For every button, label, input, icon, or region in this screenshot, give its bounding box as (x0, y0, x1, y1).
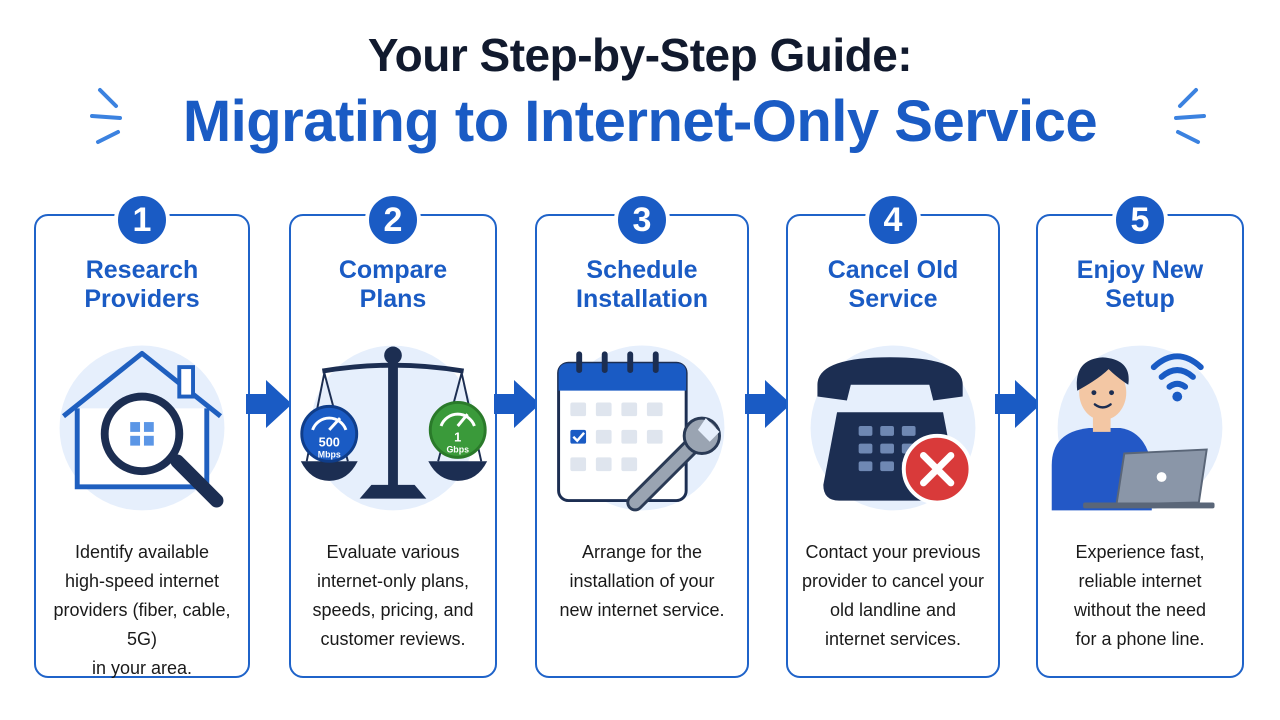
landline-phone-cancel-icon (810, 345, 976, 511)
step-5-badge: 5 (1112, 192, 1168, 248)
balance-scale-icon: 500 Mbps 1 Gbps (300, 345, 488, 511)
calendar-wrench-icon (557, 345, 725, 512)
gauge-right-unit: Gbps (446, 444, 469, 454)
guide-title: Your Step-by-Step Guide: (367, 29, 913, 81)
step-1-badge: 1 (114, 192, 170, 248)
gauge-right-value: 1 (454, 430, 461, 445)
step-2-badge: 2 (365, 192, 421, 248)
house-magnifier-icon (59, 345, 225, 511)
arrow-right-icon (995, 380, 1041, 428)
step-3-badge: 3 (614, 192, 670, 248)
right-burst-decoration (1174, 88, 1206, 144)
person-laptop-wifi-icon (1051, 345, 1223, 511)
arrow-right-icon (745, 380, 791, 428)
arrow-right-icon (246, 380, 292, 428)
step-4-badge: 4 (865, 192, 921, 248)
gauge-left-value: 500 (319, 435, 340, 450)
gauge-left-unit: Mbps (318, 449, 341, 459)
arrow-right-icon (494, 380, 540, 428)
guide-subtitle: Migrating to Internet-Only Service (182, 89, 1098, 154)
left-burst-decoration (90, 88, 122, 144)
